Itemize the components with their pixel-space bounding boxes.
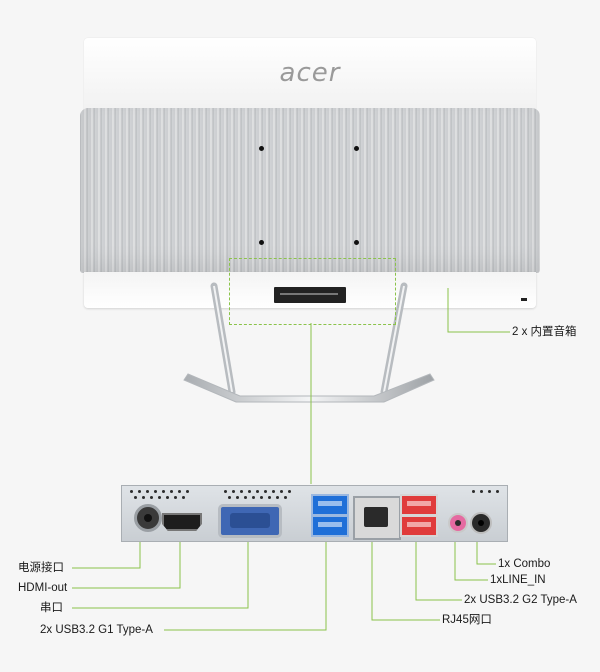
serial-callout-line	[72, 540, 249, 609]
vent-hole	[170, 490, 173, 493]
vent-hole	[244, 496, 247, 499]
hdmi-callout: HDMI-out	[18, 582, 68, 594]
vent-hole	[248, 490, 251, 493]
power-indicator	[521, 298, 527, 301]
io-area-highlight-box	[229, 258, 396, 325]
vent-hole	[480, 490, 483, 493]
vent-hole	[488, 490, 491, 493]
vent-hole	[232, 490, 235, 493]
vent-hole	[252, 496, 255, 499]
monitor-top-bezel: acer	[84, 38, 536, 118]
vent-hole	[496, 490, 499, 493]
hdmi-port	[162, 513, 202, 531]
vent-hole	[182, 496, 185, 499]
combo-callout: 1x Combo	[498, 558, 551, 570]
vent-hole	[146, 490, 149, 493]
vent-hole	[174, 496, 177, 499]
serial-port	[218, 504, 282, 538]
power-port-callout: 电源接口	[18, 562, 64, 574]
usb-g2-callout-line	[415, 540, 462, 601]
vesa-mount-hole	[354, 146, 359, 151]
io-panel	[121, 485, 508, 542]
vent-hole	[186, 490, 189, 493]
combo-audio-jack	[470, 512, 492, 534]
vent-hole	[130, 490, 133, 493]
vent-hole	[224, 490, 227, 493]
vent-hole	[288, 490, 291, 493]
io-label-sticker	[274, 287, 346, 303]
vent-hole	[260, 496, 263, 499]
serial-callout: 串口	[40, 602, 63, 614]
vent-hole	[166, 496, 169, 499]
dc-power-port	[134, 504, 162, 532]
hdmi-callout-line	[72, 540, 181, 589]
acer-logo: acer	[279, 58, 341, 88]
vent-hole	[284, 496, 287, 499]
stand-base	[183, 373, 435, 403]
line-in-callout-line	[454, 540, 488, 581]
rj45-callout: RJ45网口	[442, 614, 492, 626]
line-in-jack	[448, 513, 468, 533]
vent-hole	[142, 496, 145, 499]
vent-hole	[150, 496, 153, 499]
vent-hole	[134, 496, 137, 499]
combo-callout-line	[476, 540, 496, 565]
vent-hole	[154, 490, 157, 493]
usb-g2-port-bottom	[400, 515, 438, 537]
vent-hole	[264, 490, 267, 493]
usb-g2-port-top	[400, 494, 438, 516]
vent-hole	[240, 490, 243, 493]
rj45-callout-line	[371, 540, 440, 621]
usb-g1-callout-line	[164, 540, 327, 631]
vent-hole	[158, 496, 161, 499]
stand-arm-left-highlight	[213, 285, 233, 393]
monitor-back-cover	[80, 108, 540, 273]
vent-hole	[272, 490, 275, 493]
power-callout-line	[72, 530, 141, 569]
vent-hole	[472, 490, 475, 493]
usb-g1-callout: 2x USB3.2 G1 Type-A	[40, 624, 153, 636]
usb-g2-callout: 2x USB3.2 G2 Type-A	[464, 594, 577, 606]
stand-arm-right-highlight	[383, 285, 405, 393]
vesa-mount-hole	[259, 146, 264, 151]
vesa-mount-hole	[354, 240, 359, 245]
vent-hole	[162, 490, 165, 493]
vent-hole	[178, 490, 181, 493]
vesa-mount-hole	[259, 240, 264, 245]
vent-hole	[268, 496, 271, 499]
speaker-callout-line	[447, 288, 510, 333]
vent-hole	[276, 496, 279, 499]
vent-hole	[256, 490, 259, 493]
vent-hole	[236, 496, 239, 499]
usb-g1-port-bottom	[311, 515, 349, 537]
line-in-callout: 1xLINE_IN	[490, 574, 546, 586]
vent-hole	[228, 496, 231, 499]
vent-hole	[138, 490, 141, 493]
rj45-port	[353, 496, 401, 540]
vent-hole	[280, 490, 283, 493]
speaker-callout: 2 x 内置音箱	[512, 326, 577, 338]
usb-g1-port-top	[311, 494, 349, 516]
